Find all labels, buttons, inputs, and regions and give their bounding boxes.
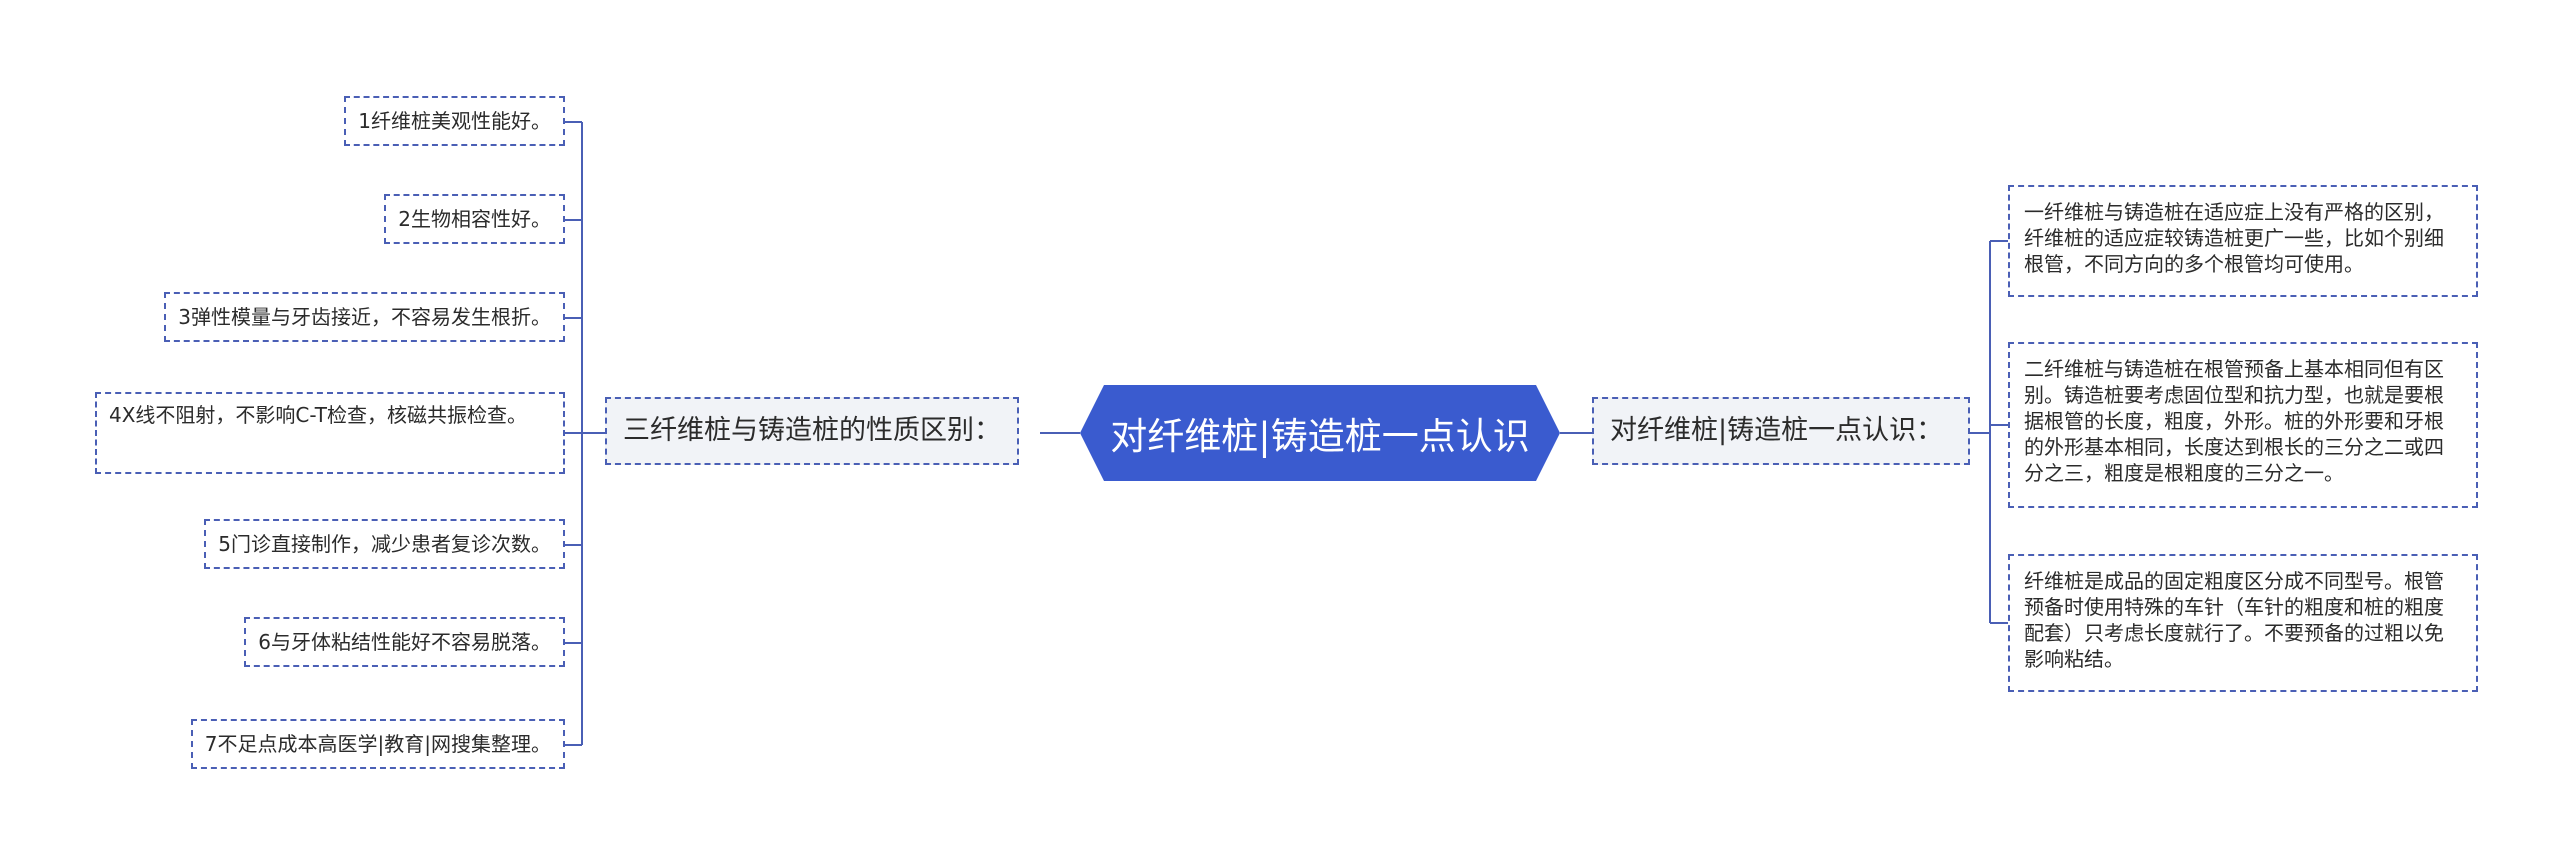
right-item-2-text: 二纤维桩与铸造桩在根管预备上基本相同但有区别。铸造桩要考虑固位型和抗力型，也就是… <box>2024 357 2444 485</box>
right-branch-topic[interactable]: 对纤维桩|铸造桩一点认识： <box>1592 397 1970 465</box>
left-branch-label: 三纤维桩与铸造桩的性质区别： <box>623 415 1001 446</box>
left-item-7-text: 7不足点成本高医学|教育|网搜集整理。 <box>204 732 551 756</box>
left-item-3-text: 3弹性模量与牙齿接近，不容易发生根折。 <box>178 305 551 329</box>
right-branch-label: 对纤维桩|铸造桩一点认识： <box>1610 415 1944 446</box>
right-item-2[interactable]: 二纤维桩与铸造桩在根管预备上基本相同但有区别。铸造桩要考虑固位型和抗力型，也就是… <box>2008 342 2478 508</box>
right-item-3[interactable]: 纤维桩是成品的固定粗度区分成不同型号。根管预备时使用特殊的车针（车针的粗度和桩的… <box>2008 554 2478 692</box>
left-item-5-text: 5门诊直接制作，减少患者复诊次数。 <box>218 532 551 556</box>
left-item-6-text: 6与牙体粘结性能好不容易脱落。 <box>258 630 551 654</box>
left-item-1[interactable]: 1纤维桩美观性能好。 <box>344 96 565 146</box>
left-item-6[interactable]: 6与牙体粘结性能好不容易脱落。 <box>244 617 565 667</box>
right-item-3-text: 纤维桩是成品的固定粗度区分成不同型号。根管预备时使用特殊的车针（车针的粗度和桩的… <box>2024 569 2444 671</box>
left-item-4[interactable]: 4X线不阻射，不影响C-T检查，核磁共振检查。 <box>95 392 565 474</box>
left-item-2[interactable]: 2生物相容性好。 <box>384 194 565 244</box>
root-topic-label: 对纤维桩|铸造桩一点认识 <box>1110 415 1530 458</box>
left-item-3[interactable]: 3弹性模量与牙齿接近，不容易发生根折。 <box>164 292 565 342</box>
left-item-2-text: 2生物相容性好。 <box>398 207 551 231</box>
left-item-4-text: 4X线不阻射，不影响C-T检查，核磁共振检查。 <box>109 403 527 427</box>
left-item-7[interactable]: 7不足点成本高医学|教育|网搜集整理。 <box>190 719 565 769</box>
right-item-1-text: 一纤维桩与铸造桩在适应症上没有严格的区别，纤维桩的适应症较铸造桩更广一些，比如个… <box>2024 200 2444 276</box>
left-item-1-text: 1纤维桩美观性能好。 <box>358 109 551 133</box>
left-item-5[interactable]: 5门诊直接制作，减少患者复诊次数。 <box>204 519 565 569</box>
left-branch-topic[interactable]: 三纤维桩与铸造桩的性质区别： <box>605 397 1019 465</box>
root-topic[interactable]: 对纤维桩|铸造桩一点认识 <box>1080 385 1560 481</box>
right-item-1[interactable]: 一纤维桩与铸造桩在适应症上没有严格的区别，纤维桩的适应症较铸造桩更广一些，比如个… <box>2008 185 2478 297</box>
